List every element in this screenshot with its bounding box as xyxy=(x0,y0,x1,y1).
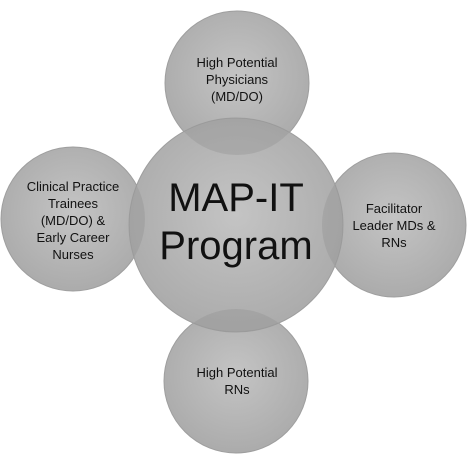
label-bottom-text: High Potential RNs xyxy=(196,365,278,397)
center-title-line1: MAP-IT xyxy=(168,176,304,220)
label-top-text: High Potential Physicians (MD/DO) xyxy=(196,54,278,104)
label-right: Facilitator Leader MDs & RNs xyxy=(330,192,458,258)
label-bottom: High Potential RNs xyxy=(172,358,302,404)
circle-center xyxy=(128,117,344,333)
center-title: MAP-IT Program xyxy=(146,170,326,274)
label-top: High Potential Physicians (MD/DO) xyxy=(172,44,302,114)
center-title-line2: Program xyxy=(159,224,313,268)
label-right-text: Facilitator Leader MDs & RNs xyxy=(352,200,436,250)
label-left: Clinical Practice Trainees (MD/DO) & Ear… xyxy=(4,172,142,268)
label-left-text: Clinical Practice Trainees (MD/DO) & Ear… xyxy=(26,178,120,262)
